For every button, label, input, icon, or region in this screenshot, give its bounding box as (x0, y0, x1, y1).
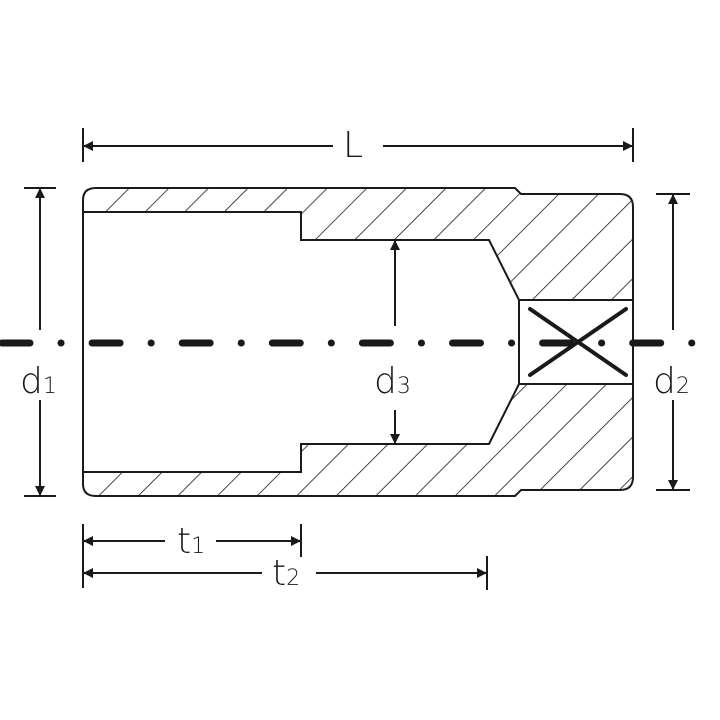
dimension-d1 (24, 187, 56, 497)
dimension-t2 (83, 556, 488, 590)
upper-wall-section (82, 187, 634, 301)
label-L: L (343, 125, 364, 166)
dimension-d2 (656, 193, 690, 491)
lower-wall-section (82, 383, 634, 497)
dimension-L (82, 128, 634, 162)
label-t1: t1 (177, 521, 206, 562)
label-d1: d1 (20, 361, 57, 402)
label-d2: d2 (653, 361, 690, 402)
label-t2: t2 (272, 553, 301, 594)
label-d3: d3 (374, 361, 411, 402)
square-drive-cross-icon (528, 307, 628, 377)
